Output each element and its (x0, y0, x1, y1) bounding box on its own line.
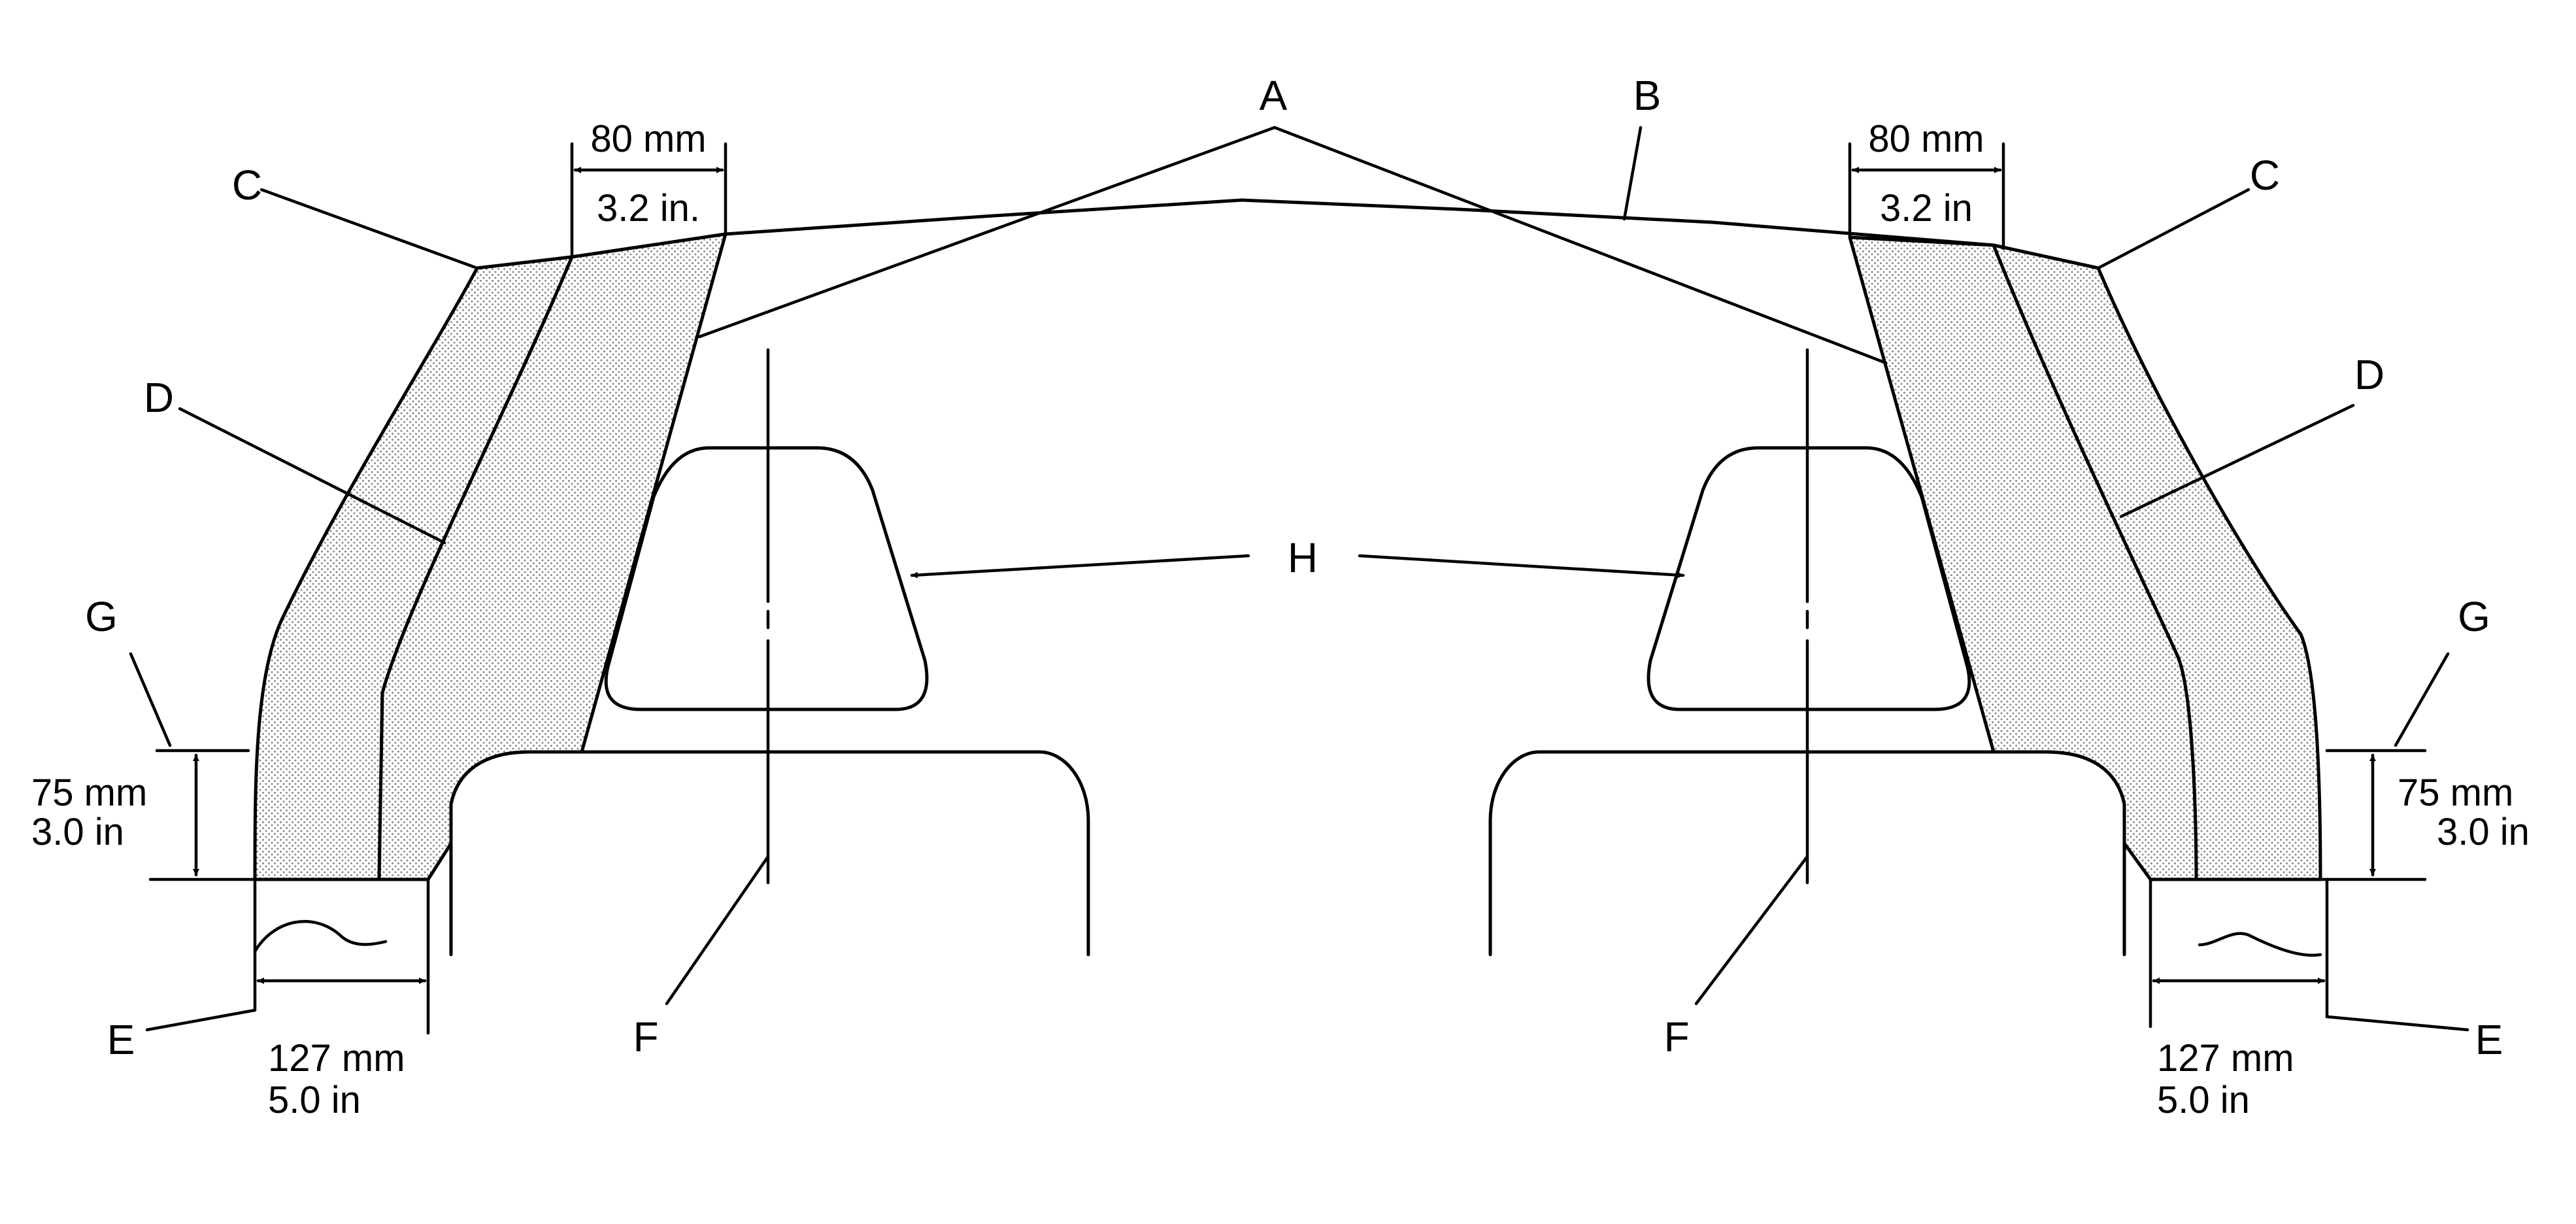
left-width-dim-in: 5.0 in (268, 1079, 361, 1121)
callout-f-right: F (1664, 1013, 1689, 1061)
right-top-dim-mm: 80 mm (1868, 118, 1984, 160)
callout-h: H (1288, 534, 1318, 581)
left-top-dimension (570, 142, 728, 259)
left-top-dim-in: 3.2 in. (597, 187, 700, 230)
left-width-dim-mm: 127 mm (268, 1037, 405, 1080)
left-bottom-wave (253, 920, 388, 953)
callout-f-left: F (633, 1013, 658, 1061)
right-bottom-wave (2198, 932, 2322, 957)
right-height-dimension (2149, 749, 2427, 881)
callout-e-left: E (107, 1016, 135, 1063)
leader-lines (129, 126, 2469, 1032)
right-door-opening (1647, 446, 1971, 711)
h-arrow-left (910, 554, 1250, 579)
left-door-opening (604, 446, 929, 711)
right-top-dimension (1848, 142, 2005, 250)
callout-e-right: E (2475, 1016, 2503, 1063)
left-height-dimension (148, 749, 430, 881)
right-top-dim-in: 3.2 in (1880, 187, 1973, 230)
right-height-dim-in: 3.0 in (2437, 811, 2530, 853)
left-top-dim-mm: 80 mm (590, 118, 706, 160)
left-body-frame (449, 750, 1090, 957)
left-width-dimension (253, 877, 430, 1035)
callout-c-right: C (2250, 152, 2280, 199)
right-height-dim-mm: 75 mm (2398, 772, 2513, 814)
right-width-dim-in: 5.0 in (2157, 1079, 2250, 1121)
callout-g-left: G (85, 593, 118, 640)
callout-a: A (1260, 72, 1288, 119)
callout-c-left: C (232, 162, 262, 209)
callout-d-right: D (2354, 351, 2384, 398)
right-width-dimension (2149, 877, 2329, 1028)
left-height-dim-mm: 75 mm (31, 772, 147, 814)
callout-d-left: D (144, 374, 174, 421)
left-height-dim-in: 3.0 in (31, 811, 124, 853)
right-body-frame (1488, 750, 2126, 957)
callout-b: B (1633, 72, 1662, 119)
callout-g-right: G (2458, 593, 2490, 640)
right-width-dim-mm: 127 mm (2157, 1037, 2294, 1080)
h-arrow-right (1358, 554, 1685, 579)
